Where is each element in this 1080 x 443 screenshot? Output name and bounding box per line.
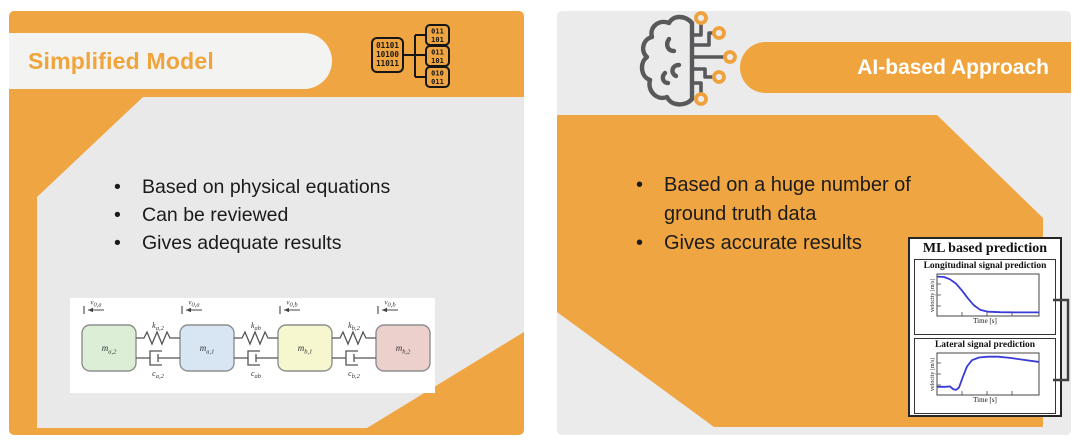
y-axis-label: velocity [m/s] [930, 357, 936, 391]
x-axis-label: Time [s] [973, 396, 997, 404]
mass-box [179, 324, 235, 372]
mass-label: mb,1 [298, 343, 313, 356]
svg-text:011: 011 [431, 49, 444, 57]
spring [332, 330, 376, 346]
mass-box [277, 324, 333, 372]
list-item: Based on a huge number of ground truth d… [627, 171, 928, 229]
left-panel-title: Simplified Model [28, 48, 214, 74]
simplified-model-panel: Simplified Model 01101 10100 11011 011 1… [9, 11, 524, 435]
svg-text:11011: 11011 [376, 59, 399, 68]
ml-box-title: ML based prediction [922, 241, 1048, 256]
right-bullet-list: Based on a huge number of ground truth d… [627, 171, 928, 258]
list-item: Gives adequate results [105, 229, 390, 257]
damper-label: cab [251, 369, 262, 380]
damper-label: cb,2 [348, 369, 360, 380]
svg-text:101: 101 [431, 36, 444, 44]
spring [234, 330, 278, 346]
svg-text:v0,b: v0,b [286, 299, 298, 309]
svg-text:011: 011 [431, 28, 444, 36]
longitudinal-prediction-card: Longitudinal signal prediction velocity … [914, 259, 1056, 335]
list-item: Gives accurate results [627, 229, 928, 258]
ai-brain-icon [639, 11, 737, 107]
lateral-prediction-card: Lateral signal prediction velocity [m/s]… [914, 338, 1056, 414]
svg-text:10100: 10100 [376, 50, 399, 59]
binary-data-icon: 01101 10100 11011 011 101 011 101 010 01… [371, 24, 450, 88]
mass-spring-damper-diagram: v0,a v0,a v0,b v0,b ma,2 ma,1 mb,1 mb,2 [70, 298, 435, 393]
damper [234, 350, 278, 366]
mass-label: ma,1 [200, 343, 215, 356]
velocity-mark: v0,a [83, 299, 104, 314]
spring [136, 330, 180, 346]
mass-label: mb,2 [396, 343, 411, 356]
mass-box [81, 324, 137, 372]
chart-title: Lateral signal prediction [934, 340, 1036, 350]
ml-prediction-box: ML based prediction Longitudinal signal … [908, 237, 1062, 417]
svg-text:011: 011 [431, 78, 444, 86]
spring-label: kab [251, 321, 262, 332]
velocity-mark: v0,b [377, 299, 398, 314]
mass-box [375, 324, 431, 372]
longitudinal-chart [936, 273, 1040, 317]
spring-label: ka,2 [152, 321, 164, 332]
mass-label: ma,2 [102, 343, 117, 356]
list-item: Can be reviewed [105, 201, 390, 229]
damper [136, 350, 180, 366]
svg-text:v0,b: v0,b [384, 299, 396, 309]
right-header-pill: AI-based Approach [740, 42, 1071, 93]
ai-approach-panel: AI-based Approach Based on a huge number… [557, 11, 1071, 435]
velocity-mark: v0,a [181, 299, 202, 314]
damper [332, 350, 376, 366]
binary-branch-lines [403, 34, 426, 78]
svg-text:010: 010 [431, 70, 444, 78]
svg-text:101: 101 [431, 57, 444, 65]
left-bullet-list: Based on physical equations Can be revie… [105, 173, 390, 257]
x-axis-label: Time [s] [973, 317, 997, 325]
svg-text:v0,a: v0,a [188, 299, 199, 309]
velocity-mark: v0,b [279, 299, 300, 314]
svg-text:01101: 01101 [376, 41, 399, 50]
damper-label: ca,2 [152, 369, 164, 380]
chart-group-bracket [1053, 298, 1070, 382]
chart-title: Longitudinal signal prediction [923, 261, 1047, 271]
binary-leaf-box [425, 66, 450, 88]
y-axis-label: velocity [m/s] [930, 278, 936, 312]
svg-text:v0,a: v0,a [90, 299, 101, 309]
lateral-chart [936, 352, 1040, 396]
left-header-bar: Simplified Model [9, 33, 332, 89]
list-item: Based on physical equations [105, 173, 390, 201]
right-panel-title: AI-based Approach [857, 56, 1049, 79]
spring-label: kb,2 [348, 321, 360, 332]
